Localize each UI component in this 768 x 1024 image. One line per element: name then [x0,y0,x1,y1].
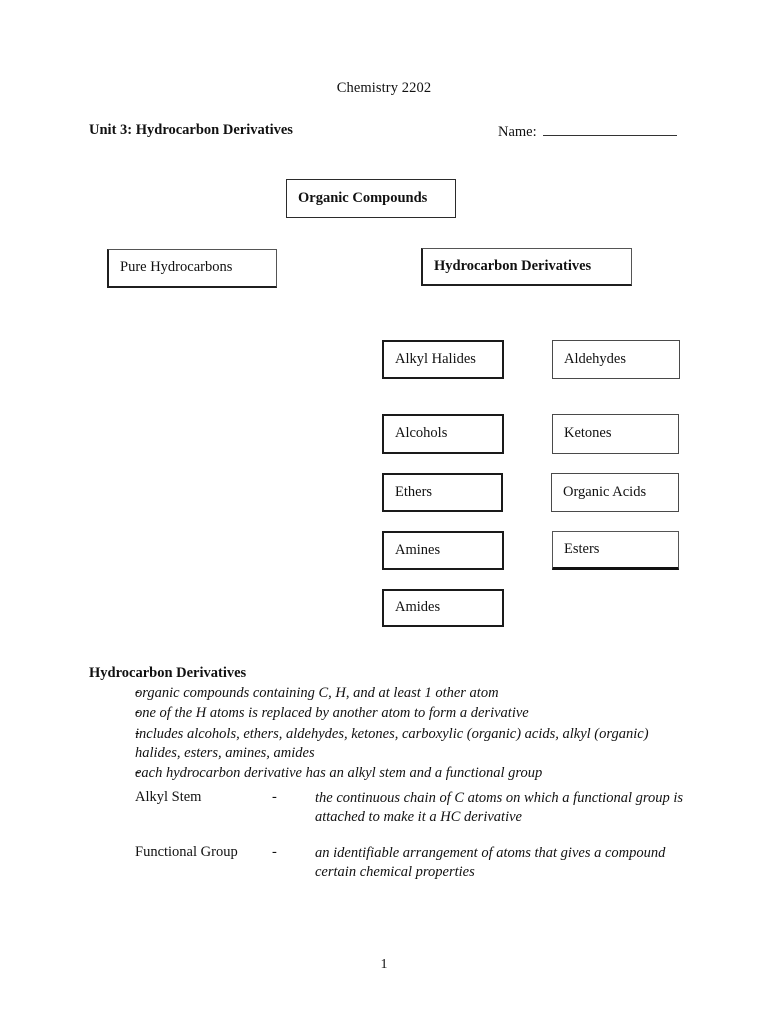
notes-heading: Hydrocarbon Derivatives [89,665,247,681]
flowchart-box-amines[interactable]: Amines [382,531,504,570]
flowchart-box-aldehydes[interactable]: Aldehydes [552,340,680,379]
flowchart-box-amides[interactable]: Amides [382,589,504,627]
flowchart-box-ketones[interactable]: Ketones [552,414,679,454]
flowchart-box-label: Alkyl Halides [395,350,476,367]
flowchart-box-ethers[interactable]: Ethers [382,473,503,512]
notes-bullet: - each hydrocarbon derivative has an alk… [89,764,689,783]
bullet-dash: - [135,684,140,700]
definition-term: Functional Group [135,843,238,860]
name-field-line: Name: [498,122,677,141]
flowchart-box-organic-acids[interactable]: Organic Acids [551,473,679,512]
notes-bullet: - organic compounds containing C, H, and… [89,684,689,703]
name-blank-underline[interactable] [542,122,677,136]
definition-row: Alkyl Stem - the continuous chain of C a… [135,789,695,828]
flowchart-box-organic-compounds[interactable]: Organic Compounds [286,179,456,218]
flowchart-box-hydrocarbon-derivatives[interactable]: Hydrocarbon Derivatives [421,248,632,286]
flowchart-box-label: Organic Acids [563,483,647,500]
flowchart-box-label: Pure Hydrocarbons [120,259,233,276]
page-number: 1 [380,957,388,972]
definition-body: the continuous chain of C atoms on which… [315,790,683,826]
definition-dash: - [272,789,277,805]
definitions-section: Alkyl Stem - the continuous chain of C a… [135,789,695,898]
flowchart-box-label: Amides [395,599,441,616]
definition-dash: - [272,843,277,860]
flowchart-box-label: Amines [395,541,441,558]
name-label: Name: [498,124,537,140]
flowchart-box-alkyl-halides[interactable]: Alkyl Halides [382,340,504,379]
definition-term: Alkyl Stem [135,789,202,805]
bullet-text: one of the H atoms is replaced by anothe… [135,705,529,722]
flowchart-box-label: Ethers [395,483,433,500]
unit-title: Unit 3: Hydrocarbon Derivatives [89,122,293,138]
bullet-text: includes alcohols, ethers, aldehydes, ke… [135,725,649,761]
flowchart-box-pure-hydrocarbons[interactable]: Pure Hydrocarbons [107,249,277,288]
bullet-dash: - [135,704,140,721]
flowchart-box-label: Organic Compounds [298,189,428,206]
definition-row: Functional Group - an identifiable arran… [135,844,695,883]
flowchart-box-label: Hydrocarbon Derivatives [434,257,592,274]
notes-section: Hydrocarbon Derivatives - organic compou… [89,665,689,783]
flowchart-box-esters[interactable]: Esters [552,531,679,570]
bullet-text: organic compounds containing C, H, and a… [135,685,499,701]
flowchart-box-alcohols[interactable]: Alcohols [382,414,504,454]
bullet-dash: - [135,724,140,741]
bullet-dash: - [135,764,140,781]
definition-body: an identifiable arrangement of atoms tha… [315,844,666,880]
bullet-text: each hydrocarbon derivative has an alkyl… [135,765,543,782]
flowchart-box-label: Alcohols [395,425,448,442]
course-title: Chemistry 2202 [336,80,432,96]
notes-bullet: - one of the H atoms is replaced by anot… [89,704,689,723]
notes-bullet: - includes alcohols, ethers, aldehydes, … [89,725,689,764]
flowchart-box-label: Ketones [564,425,612,442]
flowchart-box-label: Aldehydes [564,350,627,367]
flowchart-box-label: Esters [564,540,600,557]
